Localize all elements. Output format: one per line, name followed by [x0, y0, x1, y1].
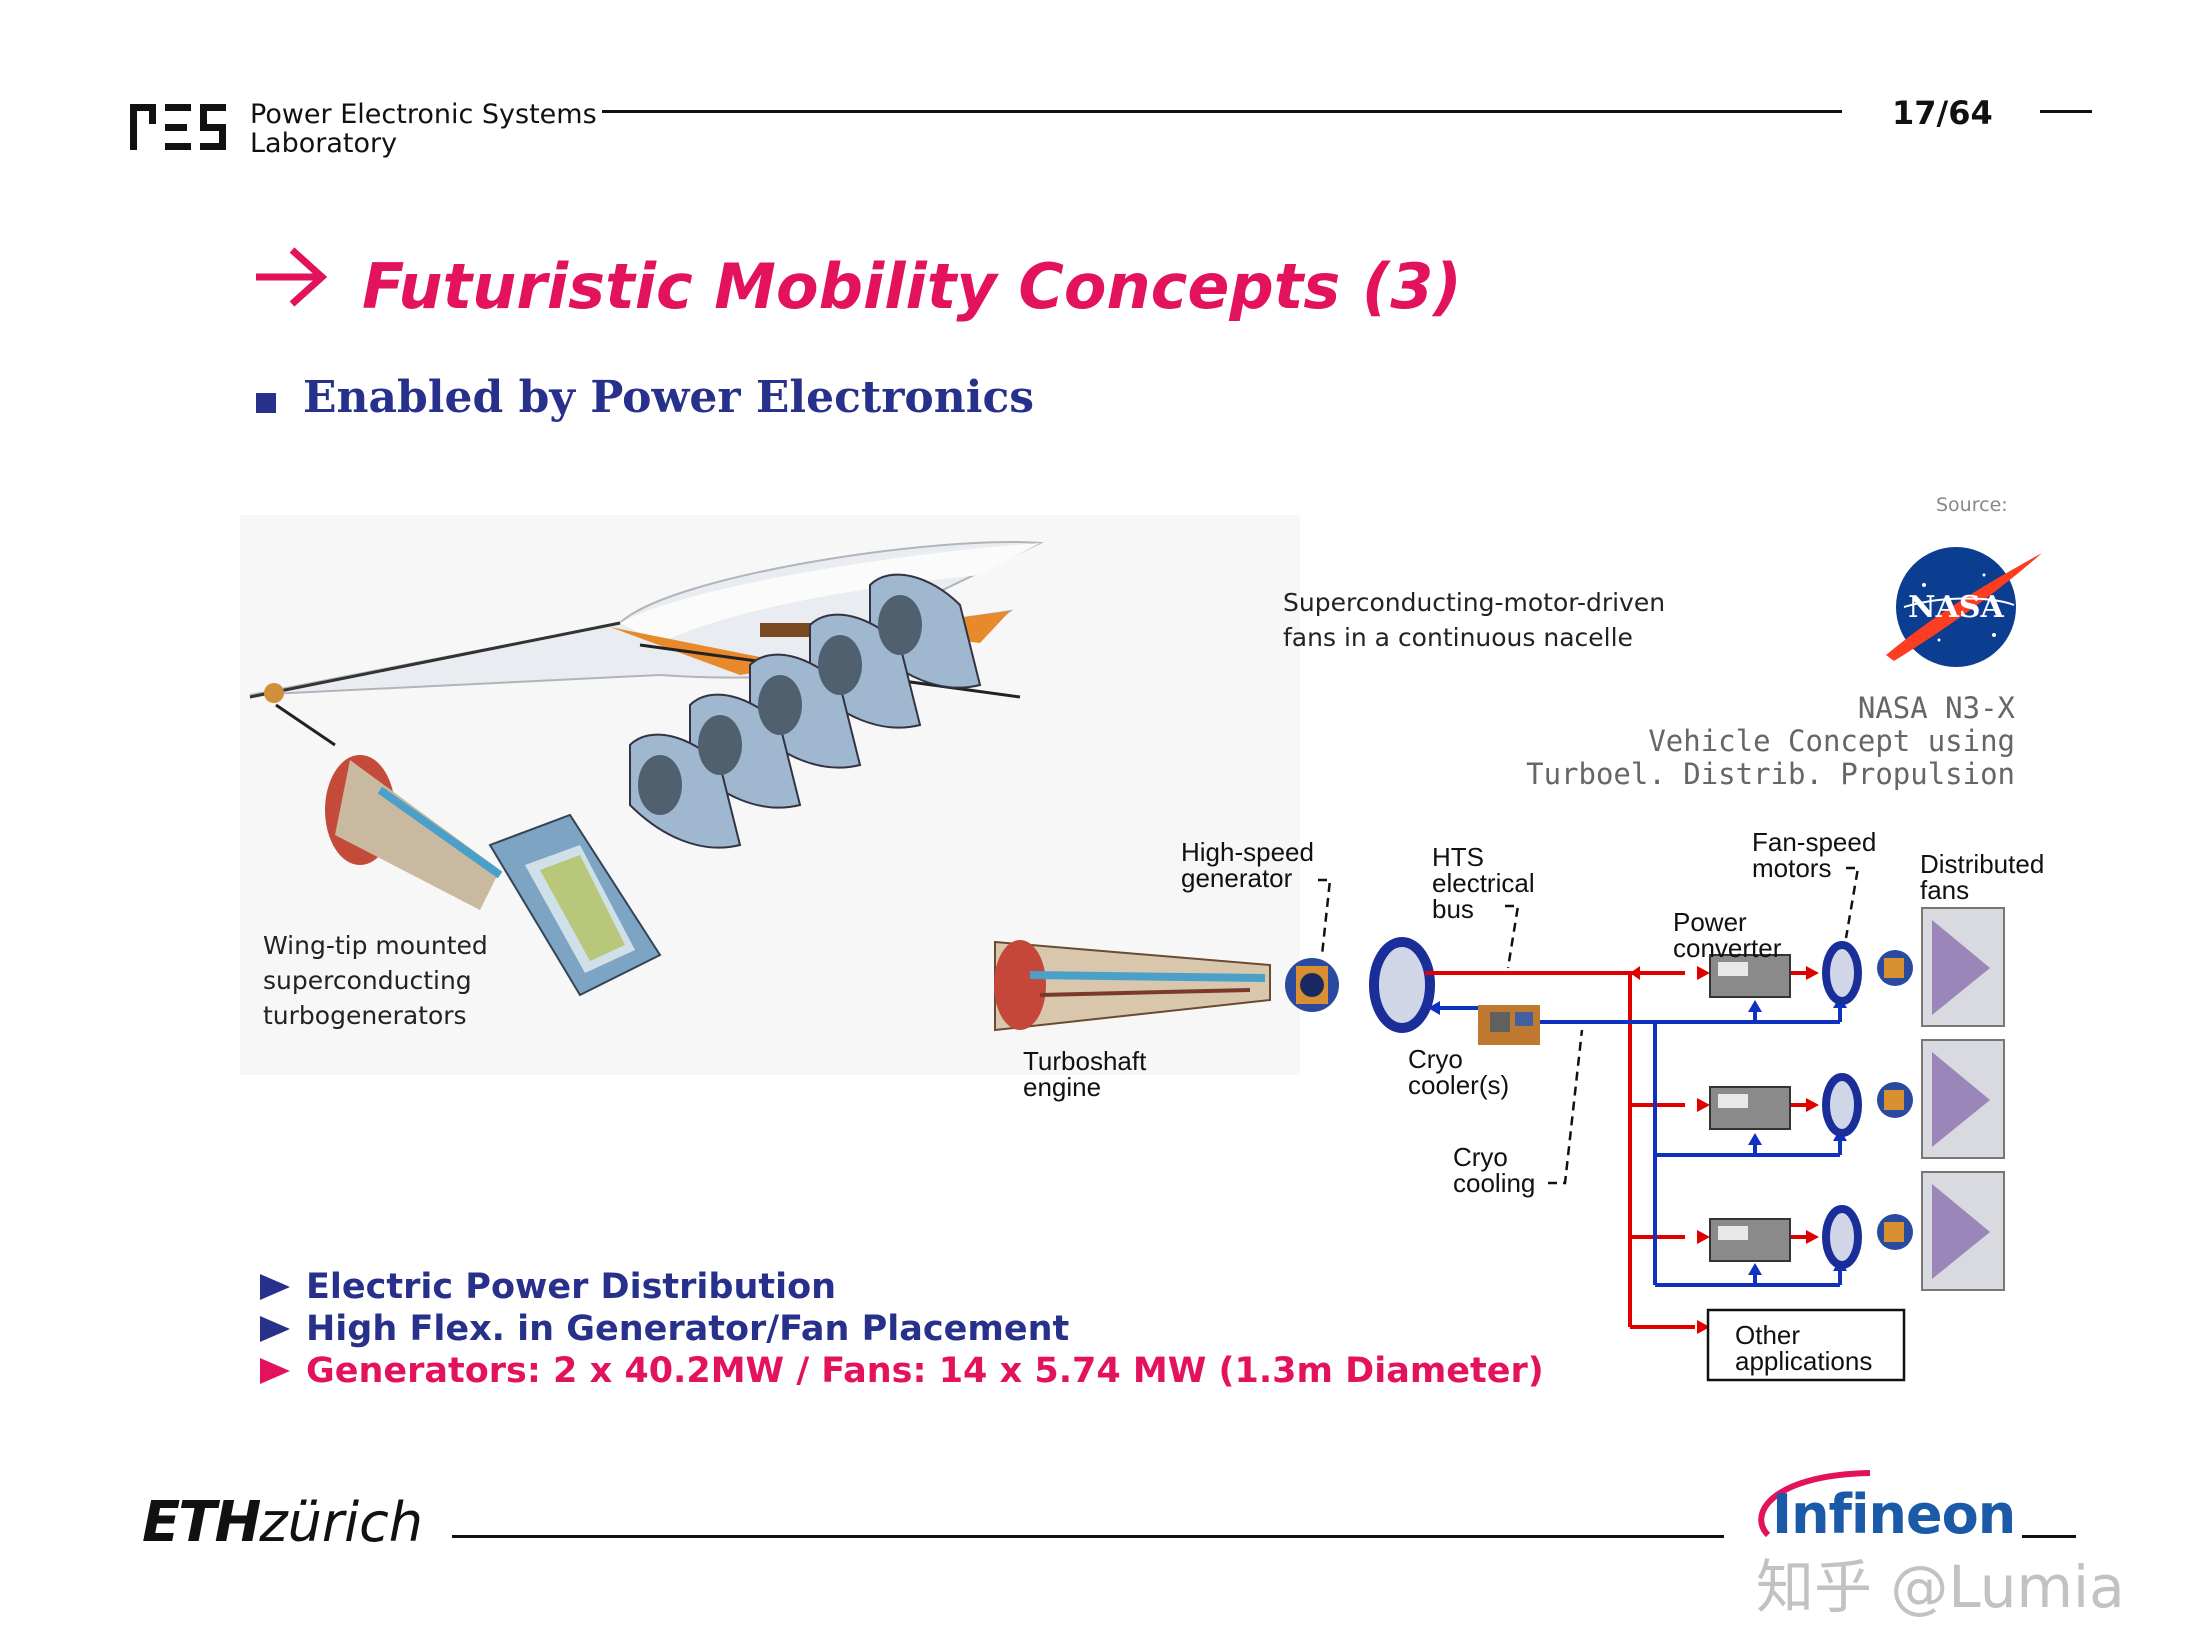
bullet-item-3: Generators: 2 x 40.2MW / Fans: 14 x 5.74… [258, 1350, 1544, 1392]
bullet-text-3: Generators: 2 x 40.2MW / Fans: 14 x 5.74… [306, 1351, 1544, 1391]
fans-annotation-line1: Superconducting-motor-driven [1283, 588, 1666, 617]
label-cryo-coolers-l1: Cryo [1408, 1044, 1463, 1074]
nasa-caption: NASA N3-X Vehicle Concept using Turboel.… [1526, 692, 2015, 791]
pes-logo [130, 102, 226, 154]
label-hts-bus: HTS electrical bus [1432, 844, 1535, 922]
footer-rule-right [2022, 1535, 2076, 1538]
triangle-bullet-icon [260, 1274, 290, 1300]
footer-rule-left [452, 1535, 1724, 1538]
triangle-bullet-icon [260, 1316, 290, 1342]
other-applications-box [1706, 1308, 1906, 1382]
label-cryo-cooling-l1: Cryo [1453, 1142, 1508, 1172]
source-label: Source: [1936, 494, 2008, 516]
label-distributed-fans-l2: fans [1920, 875, 1970, 905]
label-high-speed-generator-l2: generator [1181, 863, 1293, 893]
label-power-converter: Power converter [1673, 909, 1781, 961]
label-distributed-fans-l1: Distributed [1920, 849, 2045, 879]
nasa-caption-line1: NASA N3-X [1857, 691, 2015, 725]
label-cryo-coolers-l2: cooler(s) [1408, 1070, 1510, 1100]
subtitle-bullet [256, 393, 276, 413]
label-turboshaft-engine-l1: Turboshaft [1023, 1046, 1147, 1076]
fans-annotation-line2: fans in a continuous nacelle [1283, 623, 1633, 652]
eth-logo-light: zürich [259, 1491, 424, 1554]
hts-bus-ring-icon [1369, 937, 1435, 1033]
nasa-logo-text: NASA [1908, 590, 2004, 625]
watermark: 知乎 @Lumia [1756, 1553, 2125, 1621]
wingtip-annotation-line2: superconducting [263, 966, 472, 995]
bullet-text-2: High Flex. in Generator/Fan Placement [306, 1309, 1070, 1349]
label-cryo-coolers: Cryo cooler(s) [1408, 1046, 1509, 1098]
cryo-cooler-icon [1478, 1005, 1540, 1045]
eth-zurich-logo: ETHzürich [142, 1490, 423, 1555]
nasa-caption-line2: Vehicle Concept using [1648, 724, 2015, 758]
label-hts-bus-l2: electrical [1432, 868, 1535, 898]
label-turboshaft-engine-l2: engine [1023, 1072, 1102, 1102]
label-distributed-fans: Distributed fans [1920, 851, 2044, 903]
nasa-caption-line3: Turboel. Distrib. Propulsion [1526, 757, 2015, 791]
eth-logo-bold: ETH [142, 1490, 261, 1555]
aircraft-illustration [240, 515, 1300, 1075]
bullet-text-1: Electric Power Distribution [306, 1267, 837, 1307]
label-power-converter-l1: Power [1673, 907, 1747, 937]
header-rule-right [2040, 110, 2092, 113]
page-title: Futuristic Mobility Concepts (3) [362, 250, 1462, 323]
lab-name: Power Electronic Systems Laboratory [250, 100, 597, 158]
infineon-swoosh-icon [1758, 1470, 1871, 1538]
header-rule-left [602, 110, 1842, 113]
label-high-speed-generator-l1: High-speed [1181, 837, 1314, 867]
label-fan-speed-motors-l2: motors [1752, 853, 1832, 883]
nasa-logo: NASA [1884, 545, 2044, 670]
fans-annotation: Superconducting-motor-driven fans in a c… [1283, 585, 1665, 655]
triangle-bullet-icon [260, 1358, 290, 1384]
label-cryo-cooling-l2: cooling [1453, 1168, 1536, 1198]
bullet-item-1: Electric Power Distribution [258, 1266, 1544, 1308]
label-fan-speed-motors: Fan-speed motors [1752, 829, 1876, 881]
wingtip-annotation: Wing-tip mounted superconducting turboge… [263, 928, 488, 1033]
turboshaft-engine-icon [994, 940, 1271, 1032]
fan-motor-icon [1822, 941, 1862, 1269]
page-number: 17/64 [1892, 94, 1993, 132]
label-hts-bus-l3: bus [1432, 894, 1474, 924]
lab-name-line2: Laboratory [250, 128, 398, 159]
motor-shaft-icon [1877, 950, 1913, 1250]
pes-logo-icon [130, 104, 226, 150]
generator-icon [1285, 958, 1339, 1012]
bullet-item-2: High Flex. in Generator/Fan Placement [258, 1308, 1544, 1350]
infineon-logo: Infineon [1740, 1465, 2016, 1565]
wingtip-annotation-line1: Wing-tip mounted [263, 931, 488, 960]
wingtip-annotation-line3: turbogenerators [263, 1001, 467, 1030]
label-high-speed-generator: High-speed generator [1181, 839, 1314, 891]
label-turboshaft-engine: Turboshaft engine [1023, 1048, 1146, 1100]
bullet-list: Electric Power Distribution High Flex. i… [258, 1266, 1544, 1392]
distributed-fan-icon [1921, 907, 2005, 1291]
title-arrow-icon [252, 244, 330, 314]
label-other-applications: Other applications [1735, 1322, 1872, 1374]
page-subtitle: Enabled by Power Electronics [303, 372, 1035, 423]
label-cryo-cooling: Cryo cooling [1453, 1144, 1535, 1196]
lab-name-line1: Power Electronic Systems [250, 99, 597, 130]
label-fan-speed-motors-l1: Fan-speed [1752, 827, 1877, 857]
nasa-logo-icon: NASA [1886, 547, 2042, 667]
label-power-converter-l2: converter [1673, 933, 1782, 963]
label-other-applications-l2: applications [1735, 1346, 1873, 1376]
infineon-logo-text: Infineon [1772, 1483, 2016, 1546]
label-hts-bus-l1: HTS [1432, 842, 1484, 872]
label-other-applications-l1: Other [1735, 1320, 1801, 1350]
